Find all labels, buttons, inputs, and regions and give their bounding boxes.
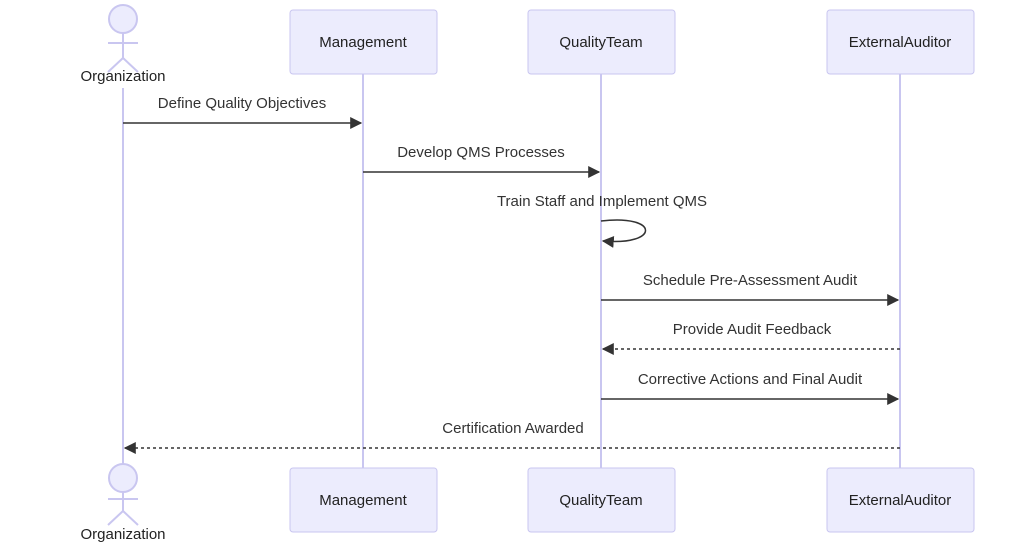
participants-top: Organization Management QualityTeam Exte… xyxy=(80,4,975,85)
participant-label-management: Management xyxy=(319,34,407,51)
lifelines xyxy=(122,74,901,468)
message-label: Develop QMS Processes xyxy=(397,144,565,161)
participant-box-externalauditor-bottom: ExternalAuditor xyxy=(826,467,975,533)
message-label: Define Quality Objectives xyxy=(158,95,326,112)
actor-label-organization: Organization xyxy=(80,526,165,543)
participant-label-management: Management xyxy=(319,492,407,509)
participant-box-qualityteam-bottom: QualityTeam xyxy=(527,467,676,533)
participant-label-qualityteam: QualityTeam xyxy=(559,34,642,51)
participant-box-qualityteam-top: QualityTeam xyxy=(527,9,676,75)
actor-organization-top: Organization xyxy=(80,4,166,85)
participant-label-externalauditor: ExternalAuditor xyxy=(849,34,952,51)
participants-bottom: Organization Management QualityTeam Exte… xyxy=(80,463,975,543)
message-label: Train Staff and Implement QMS xyxy=(497,193,707,210)
messages: Define Quality Objectives Develop QMS Pr… xyxy=(123,95,900,454)
participant-box-management-bottom: Management xyxy=(289,467,438,533)
participant-box-management-top: Management xyxy=(289,9,438,75)
participant-label-qualityteam: QualityTeam xyxy=(559,492,642,509)
self-message-arrow xyxy=(600,219,647,248)
actor-head-icon xyxy=(108,4,138,34)
participant-label-externalauditor: ExternalAuditor xyxy=(849,492,952,509)
message-label: Corrective Actions and Final Audit xyxy=(638,371,863,388)
actor-label-organization: Organization xyxy=(80,68,165,85)
message-label: Schedule Pre-Assessment Audit xyxy=(643,272,858,289)
message-label: Provide Audit Feedback xyxy=(673,321,832,338)
actor-organization-bottom: Organization xyxy=(80,463,166,543)
message-label: Certification Awarded xyxy=(442,420,583,437)
participant-box-externalauditor-top: ExternalAuditor xyxy=(826,9,975,75)
actor-head-icon xyxy=(108,463,138,493)
